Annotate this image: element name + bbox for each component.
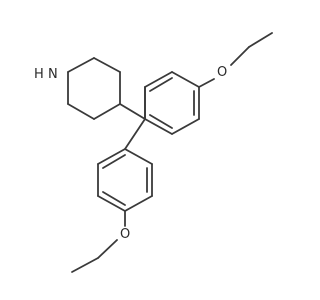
nitrogen-hydrogen-label: H bbox=[34, 67, 44, 82]
bond bbox=[93, 103, 121, 120]
double-bond bbox=[102, 191, 126, 206]
bond bbox=[144, 71, 173, 88]
bond bbox=[171, 118, 200, 135]
lower-oxygen-label: O bbox=[120, 227, 130, 242]
lower-benzene-ring bbox=[97, 148, 153, 212]
bond bbox=[144, 118, 173, 135]
bond bbox=[230, 46, 250, 66]
bond bbox=[198, 78, 215, 88]
chemical-structure: N H O O bbox=[34, 32, 273, 273]
bond bbox=[97, 195, 126, 212]
bond bbox=[119, 103, 146, 120]
bond bbox=[248, 32, 273, 48]
upper-oxygen-label: O bbox=[217, 65, 227, 80]
bond bbox=[93, 57, 121, 73]
bond bbox=[171, 71, 200, 88]
bond bbox=[97, 239, 118, 259]
double-bond bbox=[102, 154, 126, 169]
piperidine-ring bbox=[67, 57, 121, 120]
bond bbox=[67, 57, 95, 73]
bond bbox=[97, 148, 126, 165]
bond bbox=[67, 103, 95, 120]
double-bond bbox=[149, 77, 173, 92]
bond bbox=[124, 195, 153, 212]
bond bbox=[124, 148, 153, 165]
nitrogen-atom-label: N bbox=[48, 67, 58, 82]
upper-benzene-ring bbox=[144, 71, 200, 135]
bond bbox=[124, 118, 146, 150]
double-bond bbox=[149, 114, 173, 129]
bond bbox=[71, 257, 99, 273]
